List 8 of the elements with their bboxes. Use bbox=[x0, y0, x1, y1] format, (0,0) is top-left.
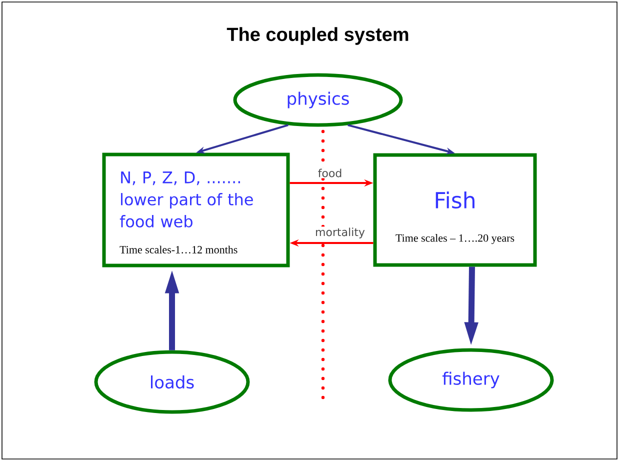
process-box: N, P, Z, D, ....... lower part of the food web Time scales-1…12 months bbox=[102, 152, 290, 268]
ellipse-node: physics bbox=[233, 73, 403, 127]
process-box: Fish Time scales – 1….20 years bbox=[373, 153, 537, 267]
edge-label: food bbox=[316, 168, 344, 178]
title: The coupled system bbox=[226, 27, 408, 45]
edge-label: mortality bbox=[314, 226, 366, 240]
ellipse-node: fishery bbox=[388, 348, 554, 412]
ellipse-node: loads bbox=[94, 350, 250, 414]
